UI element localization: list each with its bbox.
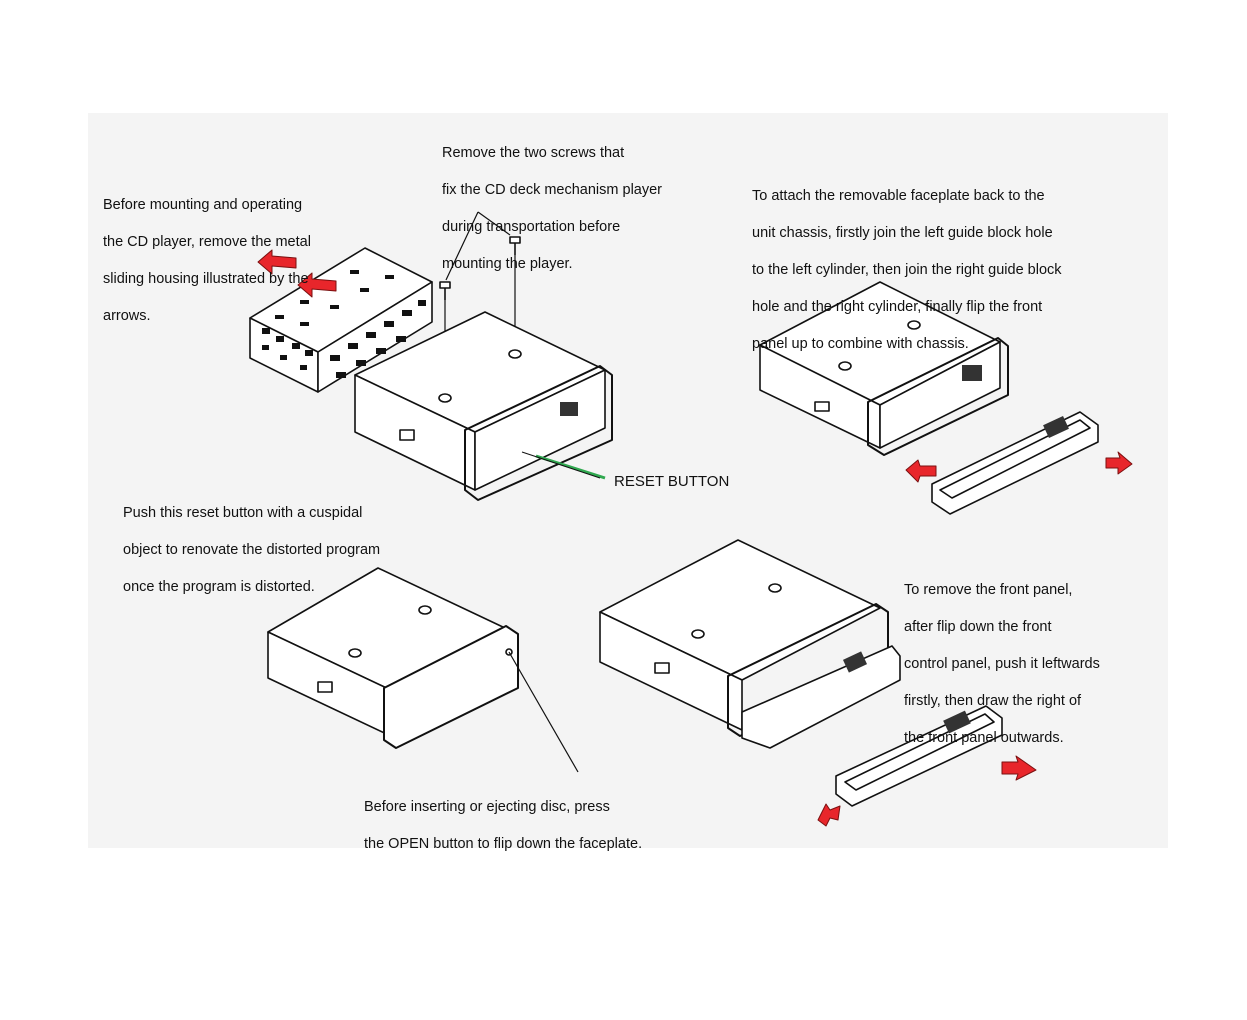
removable-faceplate-right (931, 411, 1099, 515)
caption-line: mounting the player. (442, 255, 573, 272)
caption-line: object to renovate the distorted program (123, 541, 381, 558)
reset-button-label: RESET BUTTON (614, 473, 730, 490)
red-arrow-icon (817, 755, 1037, 827)
caption-line: Push this reset button with a cuspidal (123, 504, 363, 521)
metal-sliding-housing (249, 247, 433, 393)
attach-faceplate-caption: To attach the removable faceplate back t… (752, 168, 1062, 372)
caption-line: the CD player, remove the metal (103, 233, 311, 250)
caption-line: control panel, push it leftwards (904, 655, 1100, 672)
caption-line: To remove the front panel, (904, 581, 1073, 598)
red-arrow-icon (905, 451, 1133, 483)
screws-caption: Remove the two screws that fix the CD de… (442, 125, 662, 292)
caption-line: fix the CD deck mechanism player (442, 181, 662, 198)
open-button-leader (508, 651, 579, 773)
caption-line: to the left cylinder, then join the righ… (752, 261, 1062, 278)
caption-line: once the program is distorted. (123, 578, 315, 595)
caption-line: the front panel outwards. (904, 729, 1064, 746)
caption-line: hole and the right cylinder, finally fli… (752, 298, 1043, 315)
caption-line: Remove the two screws that (442, 144, 625, 161)
reset-button-pointer (535, 454, 606, 480)
caption-line: arrows. (103, 307, 151, 324)
reset-instruction-caption: Push this reset button with a cuspidal o… (123, 485, 380, 615)
caption-line: firstly, then draw the right of (904, 692, 1082, 709)
caption-line: unit chassis, firstly join the left guid… (752, 224, 1053, 241)
caption-line: Before mounting and operating (103, 196, 303, 213)
screw-icon (439, 236, 521, 300)
caption-line: sliding housing illustrated by the (103, 270, 309, 287)
open-button-caption: Before inserting or ejecting disc, press… (364, 779, 642, 872)
caption-line: after flip down the front (904, 618, 1052, 635)
cd-player-unit-top (354, 311, 613, 501)
housing-caption: Before mounting and operating the CD pla… (103, 177, 311, 344)
caption-line: panel up to combine with chassis. (752, 335, 969, 352)
caption-line: during transportation before (442, 218, 621, 235)
remove-panel-caption: To remove the front panel, after flip do… (904, 562, 1100, 766)
cd-player-unit-right (759, 281, 1009, 456)
caption-line: Before inserting or ejecting disc, press (364, 798, 610, 815)
caption-line: the OPEN button to flip down the facepla… (364, 835, 643, 852)
removed-front-panel (835, 705, 1003, 807)
caption-line: To attach the removable faceplate back t… (752, 187, 1045, 204)
red-arrow-icon (257, 249, 337, 298)
cd-player-unit-bottom-left (267, 567, 519, 749)
cd-player-unit-bottom-center (599, 539, 901, 749)
